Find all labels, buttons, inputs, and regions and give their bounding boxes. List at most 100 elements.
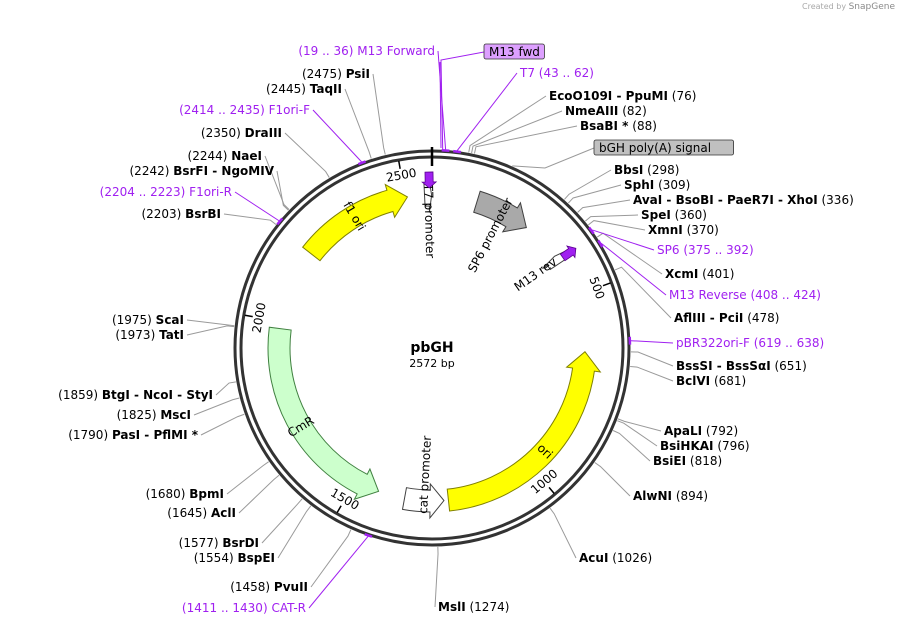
site-position: (82) <box>618 104 646 118</box>
site-bsabi[interactable]: BsaBI * (88) <box>580 119 657 133</box>
tick-mark-500 <box>602 282 611 287</box>
primer-leader <box>308 536 369 609</box>
site-position: (76) <box>668 89 696 103</box>
site-ecoo109i-ppumi[interactable]: EcoO109I - PpuMI (76) <box>549 89 696 103</box>
primer-m13-reverse[interactable]: M13 Reverse (408 .. 424) <box>669 288 821 302</box>
site-name: BsrFI - NgoMIV <box>173 164 274 178</box>
primer-m13-forward[interactable]: (19 .. 36) M13 Forward <box>298 44 435 58</box>
primer-t7[interactable]: T7 (43 .. 62) <box>519 66 594 80</box>
site-sphi[interactable]: SphI (309) <box>624 178 690 192</box>
site-leader <box>193 397 240 416</box>
primer-f1ori-r[interactable]: (2204 .. 2223) F1ori-R <box>100 185 232 199</box>
site-position: (2475) <box>302 67 346 81</box>
site-name: AclI <box>211 506 236 520</box>
primer-range: (408 .. 424) <box>751 288 821 302</box>
site-label: (2445) TaqII <box>266 82 342 96</box>
site-spei[interactable]: SpeI (360) <box>641 208 707 222</box>
primer-range: (2204 .. 2223) <box>100 185 190 199</box>
site-draiii[interactable]: (2350) DraIII <box>201 126 282 140</box>
site-msli[interactable]: MslI (1274) <box>438 600 509 614</box>
tick-label-500: 500 <box>586 275 607 301</box>
site-name: MslI <box>438 600 466 614</box>
site-bsrbi[interactable]: (2203) BsrBI <box>141 207 221 221</box>
feature-catprom[interactable] <box>401 482 445 520</box>
site-leader <box>564 169 612 200</box>
site-position: (818) <box>686 454 722 468</box>
site-bsssi-bsss-i[interactable]: BssSI - BssSαI (651) <box>676 359 807 373</box>
site-name: AflIII - PciI <box>674 311 743 325</box>
primer-marker-t7 <box>453 149 462 154</box>
site-bsiei[interactable]: BsiEI (818) <box>653 454 722 468</box>
site-position: (1680) <box>146 487 190 501</box>
site-afliii-pcii[interactable]: AflIII - PciI (478) <box>674 311 780 325</box>
site-name: TaqII <box>310 82 342 96</box>
site-leader <box>567 184 622 204</box>
site-position: (1973) <box>115 328 159 342</box>
plasmid-center: pbGH 2572 bp <box>409 340 454 370</box>
primer-cat-r[interactable]: (1411 .. 1430) CAT-R <box>182 601 306 615</box>
site-acli[interactable]: (1645) AclI <box>167 506 236 520</box>
primer-leader <box>456 72 518 151</box>
primer-leader <box>600 242 667 296</box>
tick-mark-2500 <box>398 160 401 169</box>
site-bspei[interactable]: (1554) BspEI <box>194 551 275 565</box>
primer-sp6[interactable]: SP6 (375 .. 392) <box>657 243 754 257</box>
site-label: (1790) PasI - PflMI * <box>68 428 199 442</box>
m13-fwd-stem <box>439 61 442 149</box>
feature-f1ori[interactable] <box>301 183 409 262</box>
site-bsrdi[interactable]: (1577) BsrDI <box>179 536 259 550</box>
site-pasi-pflmi[interactable]: (1790) PasI - PflMI * <box>68 428 199 442</box>
site-tati[interactable]: (1973) TatI <box>115 328 184 342</box>
site-taqii[interactable]: (2445) TaqII <box>266 82 342 96</box>
site-label: (2242) BsrFI - NgoMIV <box>130 164 275 178</box>
site-apali[interactable]: ApaLI (792) <box>664 424 738 438</box>
site-msci[interactable]: (1825) MscI <box>117 408 191 422</box>
site-alwni[interactable]: AlwNI (894) <box>633 489 708 503</box>
primer-leader <box>312 109 362 163</box>
site-psii[interactable]: (2475) PsiI <box>302 67 370 81</box>
site-bclvi[interactable]: BclVI (681) <box>676 374 746 388</box>
site-position: (2350) <box>201 126 245 140</box>
site-markers <box>276 148 632 538</box>
site-bbsi[interactable]: BbsI (298) <box>614 163 679 177</box>
primer-name: F1ori-R <box>189 185 232 199</box>
feature-sp6prom[interactable] <box>473 190 527 233</box>
site-leader <box>617 420 658 447</box>
feature-ori[interactable] <box>446 351 602 512</box>
primer-f1ori-f[interactable]: (2414 .. 2435) F1ori-F <box>179 103 310 117</box>
site-bpmi[interactable]: (1680) BpmI <box>146 487 224 501</box>
site-acui[interactable]: AcuI (1026) <box>579 551 652 565</box>
site-pvuii[interactable]: (1458) PvuII <box>230 580 308 594</box>
primer-pbr322ori-f[interactable]: pBR322ori-F (619 .. 638) <box>676 336 824 350</box>
feature-cmr[interactable] <box>267 326 380 501</box>
boxed-label-text: M13 fwd <box>489 45 540 59</box>
site-naei[interactable]: (2244) NaeI <box>188 149 262 163</box>
site-position: (1458) <box>230 580 274 594</box>
site-name: BpmI <box>189 487 224 501</box>
boxed-label-bgh-poly-a-signal[interactable]: bGH poly(A) signal <box>593 139 735 156</box>
site-scai[interactable]: (1975) ScaI <box>112 313 184 327</box>
site-xmni[interactable]: XmnI (370) <box>648 223 719 237</box>
site-bsihkai[interactable]: BsiHKAI (796) <box>660 439 750 453</box>
site-position: (1554) <box>194 551 238 565</box>
boxed-label-text: bGH poly(A) signal <box>599 141 711 155</box>
site-bsrfi-ngomiv[interactable]: (2242) BsrFI - NgoMIV <box>130 164 275 178</box>
site-name: SpeI <box>641 208 671 222</box>
site-label: XcmI (401) <box>665 267 734 281</box>
site-label: (1973) TatI <box>115 328 184 342</box>
site-labels: (2475) PsiI(2445) TaqII (2350) DraIII (224… <box>58 43 854 615</box>
sp6-inner-arrow <box>559 245 577 262</box>
site-xcmi[interactable]: XcmI (401) <box>665 267 734 281</box>
boxed-label-m13-fwd[interactable]: M13 fwd <box>483 43 545 60</box>
site-btgi-ncoi-styi[interactable]: (1859) BtgI - NcoI - StyI <box>58 388 213 402</box>
site-leader <box>434 546 439 608</box>
site-label: (2350) DraIII <box>201 126 282 140</box>
site-leader <box>594 462 631 497</box>
site-label: AvaI - BsoBI - PaeR7I - XhoI (336) <box>633 193 854 207</box>
site-leader <box>215 381 236 396</box>
site-position: (1825) <box>117 408 161 422</box>
site-label: SpeI (360) <box>641 208 707 222</box>
site-avai-bsobi-paer7i-xhoi[interactable]: AvaI - BsoBI - PaeR7I - XhoI (336) <box>633 193 854 207</box>
site-nmeaiii[interactable]: NmeAIII (82) <box>565 104 647 118</box>
